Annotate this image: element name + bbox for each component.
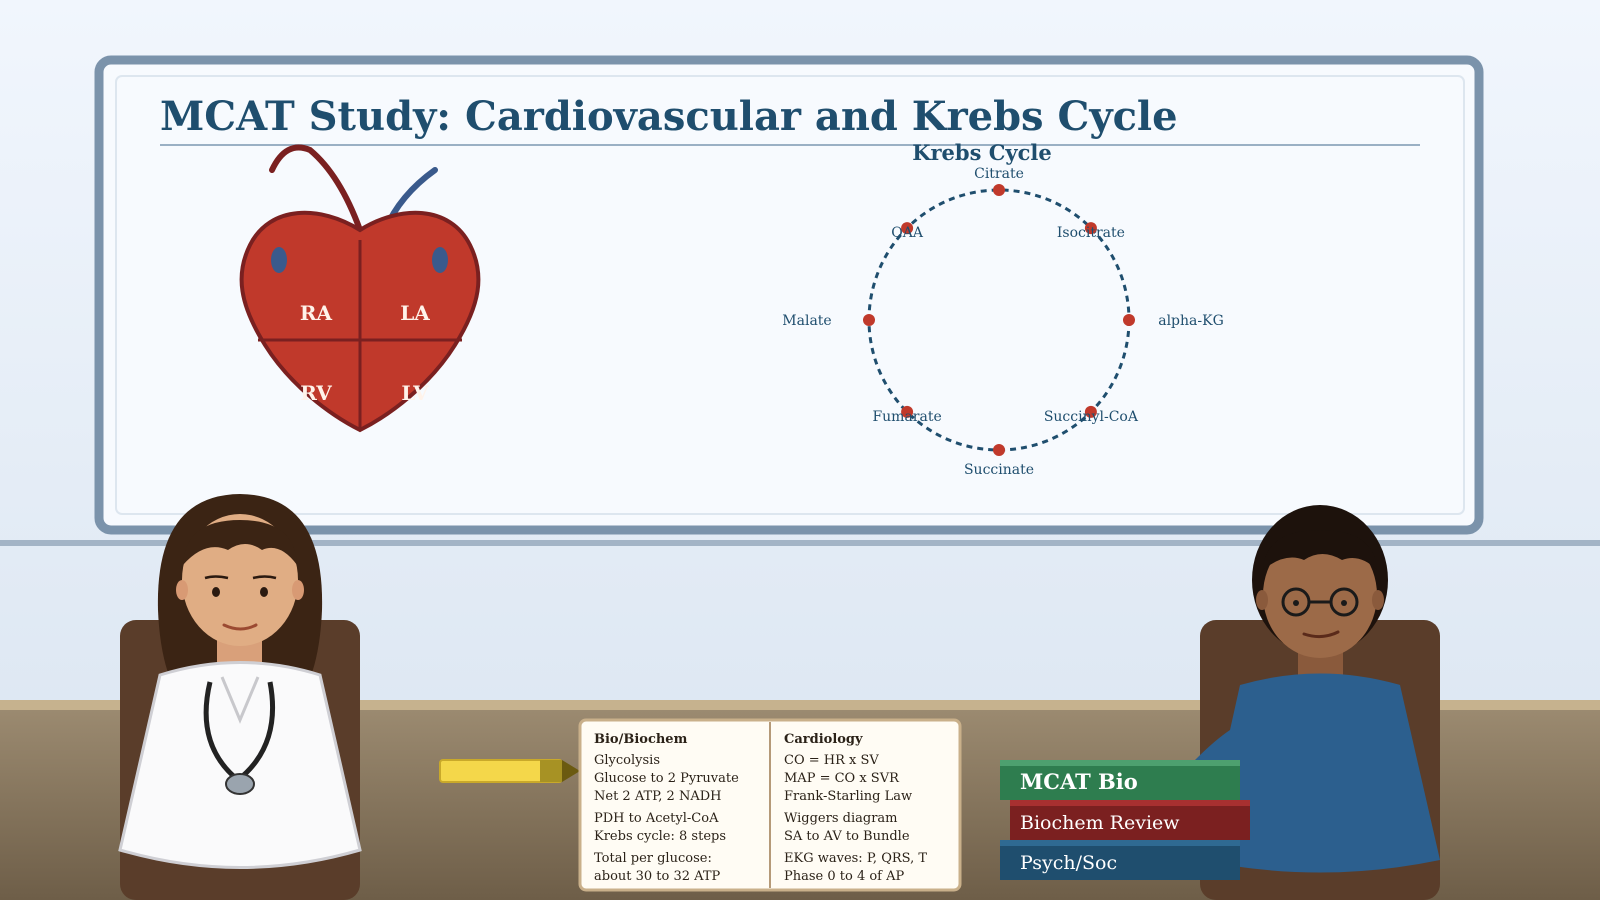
bangs-left bbox=[183, 520, 297, 565]
notebook-right-heading: Cardiology bbox=[784, 732, 863, 747]
notebook-right-line: Frank-Starling Law bbox=[784, 789, 912, 804]
notebook-right-line: MAP = CO x SVR bbox=[784, 771, 900, 786]
krebs-step-label: Succinyl-CoA bbox=[1044, 409, 1139, 425]
coat-collar bbox=[220, 676, 260, 724]
notebook-left-line: Glucose to 2 Pyruvate bbox=[594, 771, 739, 786]
chamber-label-ra: RA bbox=[300, 301, 333, 325]
krebs-step-marker bbox=[901, 405, 914, 418]
krebs-step-marker bbox=[993, 444, 1005, 456]
student-left bbox=[118, 494, 362, 900]
eye-right-1 bbox=[1293, 600, 1299, 606]
notebook: Bio/Biochem Glycolysis Glucose to 2 Pyru… bbox=[578, 718, 962, 892]
eyebrow-left-2 bbox=[252, 575, 277, 580]
krebs-step-label: alpha-KG bbox=[1158, 313, 1224, 329]
wall-ledge bbox=[0, 540, 1600, 546]
ear-right-1 bbox=[1256, 590, 1268, 610]
krebs-step-label: OAA bbox=[891, 225, 924, 241]
notebook-right-line: Wiggers diagram bbox=[784, 811, 898, 826]
notebook-right-line: EKG waves: P, QRS, T bbox=[784, 851, 927, 866]
chamber-label-lv: LV bbox=[401, 381, 429, 405]
student-right bbox=[1195, 505, 1440, 900]
book-mcat-bio-top bbox=[1000, 760, 1240, 766]
aorta-arch bbox=[269, 144, 363, 233]
book-title-psych-soc: Psych/Soc bbox=[1020, 852, 1117, 874]
book-biochem-review-top bbox=[1010, 800, 1250, 806]
book-psych-soc bbox=[1000, 840, 1240, 880]
bangs-right bbox=[1263, 530, 1377, 570]
pencil-tip bbox=[562, 760, 580, 782]
ear-right-2 bbox=[1372, 590, 1384, 610]
eye-left-2 bbox=[260, 587, 268, 597]
pencil bbox=[439, 759, 580, 783]
stethoscope-chestpiece bbox=[225, 773, 255, 795]
notebook-left-line: Total per glucose: bbox=[594, 851, 712, 866]
krebs-step-marker bbox=[1123, 314, 1135, 326]
smile-left bbox=[222, 623, 258, 631]
krebs-step-label: Isocitrate bbox=[1057, 225, 1125, 241]
krebs-step-marker bbox=[993, 184, 1005, 196]
krebs-step-marker bbox=[901, 222, 914, 235]
book-title-mcat-bio: MCAT Bio bbox=[1020, 769, 1138, 794]
notebook-left-line: about 30 to 32 ATP bbox=[594, 869, 721, 884]
right-vessel-opening bbox=[271, 247, 287, 273]
eye-right-2 bbox=[1341, 600, 1347, 606]
krebs-step-marker bbox=[1084, 222, 1097, 235]
lab-coat bbox=[118, 661, 362, 869]
desk-edge bbox=[0, 700, 1600, 710]
krebs-title: Krebs Cycle bbox=[912, 140, 1052, 165]
chamber-label-rv: RV bbox=[300, 381, 332, 405]
whiteboard-frame bbox=[94, 55, 1484, 535]
notebook-left-line: PDH to Acetyl-CoA bbox=[594, 811, 719, 826]
notebook-right-line: CO = HR x SV bbox=[784, 753, 879, 768]
krebs-step-marker bbox=[863, 314, 875, 326]
heart-diagram: RA LA RV LV bbox=[239, 144, 481, 433]
krebs-step-label: Malate bbox=[782, 313, 831, 329]
ear-left-1 bbox=[176, 580, 188, 600]
face-right bbox=[1263, 532, 1377, 658]
pencil-ferrule bbox=[540, 760, 562, 782]
notebook-left-line: Krebs cycle: 8 steps bbox=[594, 829, 726, 844]
notebook-left-line: Net 2 ATP, 2 NADH bbox=[594, 789, 721, 804]
book-title-biochem-review: Biochem Review bbox=[1020, 812, 1180, 834]
chamber-label-la: LA bbox=[400, 301, 430, 325]
mouth-right bbox=[1302, 630, 1340, 639]
ear-left-2 bbox=[292, 580, 304, 600]
book-psych-soc-top bbox=[1000, 840, 1240, 846]
krebs-step-label: Citrate bbox=[974, 166, 1024, 182]
krebs-step-label: Succinate bbox=[964, 462, 1034, 478]
book-stack: MCAT Bio Biochem Review Psych/Soc bbox=[1000, 760, 1250, 880]
whiteboard-inner-border bbox=[115, 75, 1465, 515]
eye-left-1 bbox=[212, 587, 220, 597]
notebook-right-line: SA to AV to Bundle bbox=[784, 829, 910, 844]
krebs-step-marker bbox=[1084, 405, 1097, 418]
sweater-right bbox=[1195, 673, 1440, 873]
notebook-right-line: Phase 0 to 4 of AP bbox=[784, 869, 905, 884]
notebook-left-line: Glycolysis bbox=[594, 753, 660, 768]
book-biochem-review bbox=[1010, 800, 1250, 840]
whiteboard: MCAT Study: Cardiovascular and Krebs Cyc… bbox=[94, 55, 1484, 535]
board-title: MCAT Study: Cardiovascular and Krebs Cyc… bbox=[160, 93, 1178, 140]
eyebrow-left-1 bbox=[204, 575, 229, 580]
krebs-step-label: Fumarate bbox=[872, 409, 941, 425]
left-vessel-opening bbox=[432, 247, 448, 273]
notebook-left-heading: Bio/Biochem bbox=[594, 732, 688, 747]
book-mcat-bio bbox=[1000, 760, 1240, 800]
